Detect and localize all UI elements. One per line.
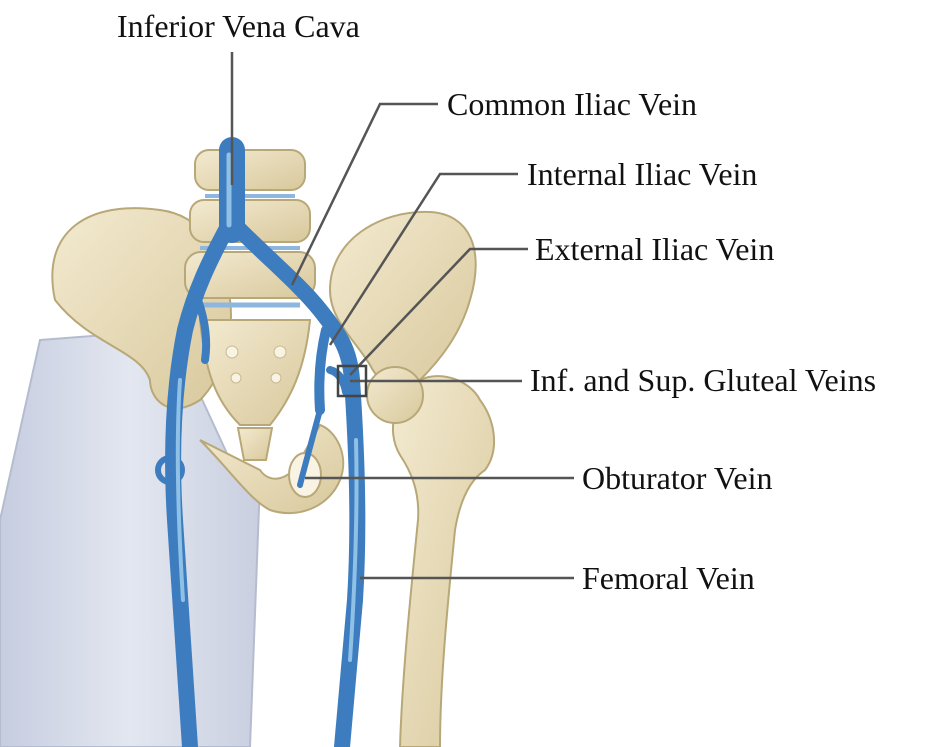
sacrum-shape xyxy=(200,320,310,425)
external-iliac-vein-label: External Iliac Vein xyxy=(535,231,774,267)
common-iliac-vein-label: Common Iliac Vein xyxy=(447,86,697,122)
inferior-vena-cava-label: Inferior Vena Cava xyxy=(117,8,360,44)
femoral-vein-label: Femoral Vein xyxy=(582,560,755,596)
coccyx-shape xyxy=(238,428,272,460)
internal-iliac-vein-label: Internal Iliac Vein xyxy=(527,156,757,192)
obturator-vein-label: Obturator Vein xyxy=(582,460,772,496)
femur-shape xyxy=(393,376,494,747)
femoral-head-shape xyxy=(367,367,423,423)
gluteal-veins-label: Inf. and Sup. Gluteal Veins xyxy=(530,362,876,398)
